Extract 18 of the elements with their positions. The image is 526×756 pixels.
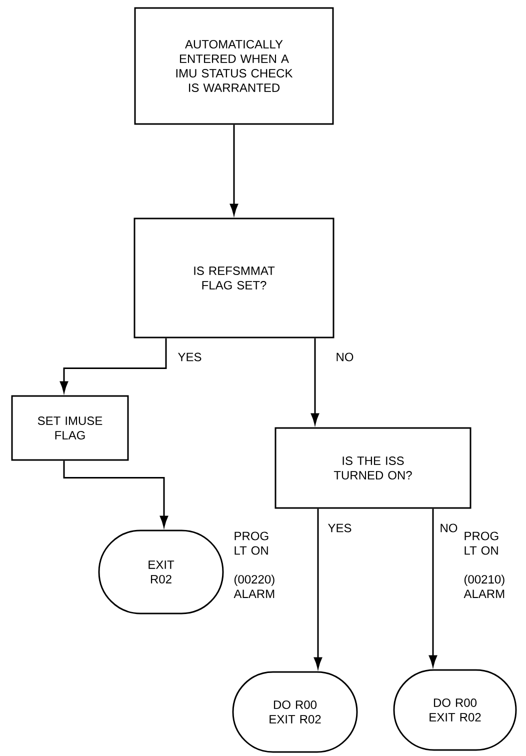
side-note: PROG LT ON [464,532,498,555]
edge-label: NO [336,352,354,362]
side-note: PROG LT ON [234,532,268,555]
arrow [314,508,322,668]
process-box: SET IMUSE FLAG [11,395,129,461]
arrow [60,338,167,392]
side-note: (00220) ALARM [234,574,274,598]
process-box: AUTOMATICALLY ENTERED WHEN A IMU STATUS CHECK IS WARRANTED [134,7,334,125]
arrow [230,124,238,215]
edge-label: YES [328,524,352,532]
process-box: IS REFSMMAT FLAG SET? [134,218,334,338]
arrow [428,508,438,666]
process-box: IS THE ISS TURNED ON? [274,427,472,509]
arrow [310,338,320,424]
edge-label: NO [440,524,458,532]
edge-label: YES [178,352,202,362]
arrow [63,460,168,527]
side-note: (00210) ALARM [464,574,504,598]
